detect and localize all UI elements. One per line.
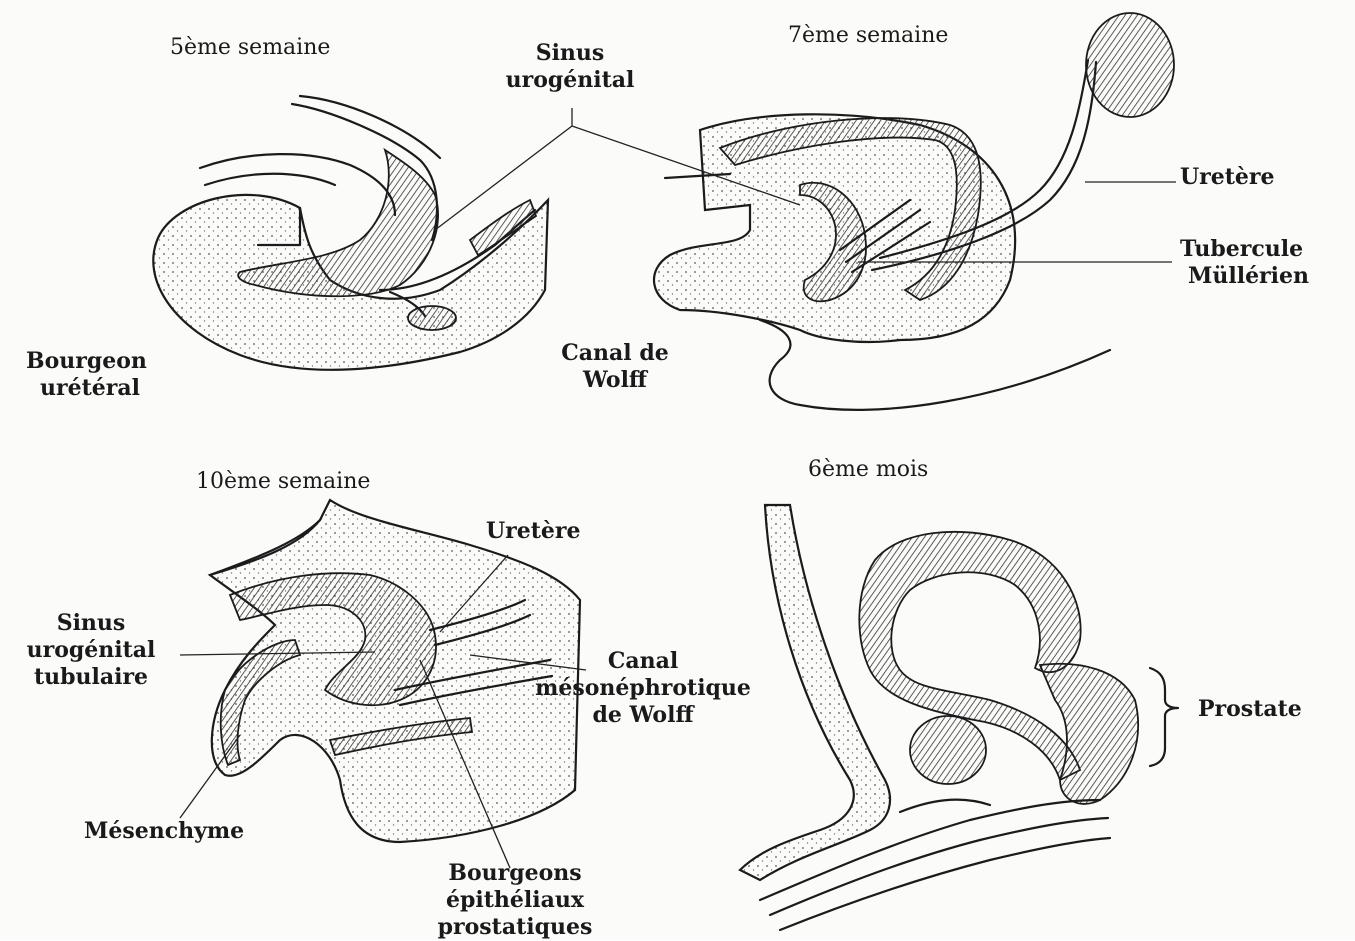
label-tubercule-mullerien: Tubercule Müllérien — [1180, 236, 1309, 290]
metanephros-7 — [1086, 13, 1174, 117]
label-canal-de-wolff: Canal de Wolff — [540, 340, 690, 394]
label-sinus-urogenital-tubulaire: Sinus urogénital tubulaire — [6, 610, 176, 691]
label-bourgeons-epitheliaux: Bourgeons épithéliaux prostatiques — [430, 860, 600, 941]
symphysis-6 — [910, 716, 986, 784]
label-canal-mesonephrotique: Canal mésonéphrotique de Wolff — [508, 648, 778, 729]
panel-title-6eme-mois: 6ème mois — [808, 456, 928, 483]
panel-title-10eme-semaine: 10ème semaine — [196, 468, 370, 495]
label-uretere-top: Uretère — [1180, 164, 1275, 191]
brace-6 — [1150, 668, 1178, 766]
panel-5eme-semaine-drawing — [153, 96, 548, 370]
label-sinus-urogenital: Sinus urogénital — [480, 40, 660, 94]
label-prostate: Prostate — [1198, 696, 1302, 723]
panel-title-5eme-semaine: 5ème semaine — [170, 34, 330, 61]
label-uretere-bottom: Uretère — [486, 518, 581, 545]
label-bourgeon-ureteral: Bourgeon urétéral — [26, 348, 147, 402]
panel-6eme-mois-drawing — [740, 505, 1178, 930]
hindgut-wall-5b — [205, 174, 335, 185]
label-mesenchyme: Mésenchyme — [84, 818, 244, 845]
panel-7eme-semaine-drawing — [654, 13, 1174, 410]
ureteric-bud-tip-5 — [408, 306, 456, 330]
panel-title-7eme-semaine: 7ème semaine — [788, 22, 948, 49]
